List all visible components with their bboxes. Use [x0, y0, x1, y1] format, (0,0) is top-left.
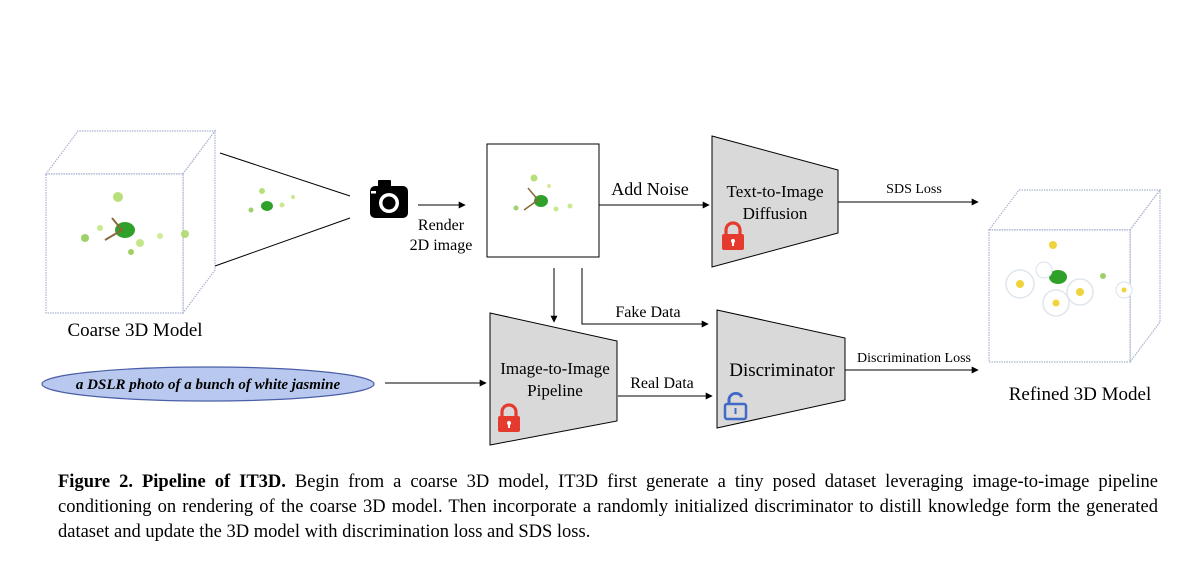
coarse-3d-model-label: Coarse 3D Model [67, 320, 202, 341]
coarse-jasmine-render [81, 192, 189, 255]
figure-caption: Figure 2. Pipeline of IT3D. Begin from a… [58, 470, 1158, 545]
locked-padlock-icon [722, 221, 744, 250]
projection-line-top [219, 152, 351, 197]
sds-loss-label: SDS Loss [886, 182, 942, 197]
discriminator-module: Discriminator [716, 309, 846, 429]
discriminator-label: Discriminator [729, 360, 835, 381]
text-prompt: a DSLR photo of a bunch of white jasmine [41, 366, 375, 402]
caption-text: Begin from a coarse 3D model, IT3D first… [58, 472, 1158, 542]
camera-icon [370, 180, 408, 218]
t2i-label-line1: Text-to-Image [727, 182, 824, 201]
coarse-3d-model-text: Coarse 3D Model [67, 320, 202, 341]
refined-3d-model-label: Refined 3D Model [1009, 384, 1151, 405]
i2i-label-line2: Pipeline [527, 381, 583, 400]
discrimination-loss-label: Discrimination Loss [857, 351, 971, 366]
pipeline-diagram: Coarse 3D Model Render 2D image Add Nois… [41, 129, 1162, 446]
add-noise-label: Add Noise [611, 179, 689, 199]
refined-3d-cube [987, 188, 1162, 364]
render-label-line1: Render [418, 217, 465, 234]
prompt-text: a DSLR photo of a bunch of white jasmine [76, 377, 341, 393]
projected-render-thumbnail [248, 188, 295, 213]
refined-jasmine-render [1005, 241, 1133, 317]
coarse-3d-cube [44, 129, 217, 315]
fake-data-arrow [581, 268, 709, 328]
render-label-line2: 2D image [410, 237, 473, 254]
text-to-image-diffusion-module: Text-to-Image Diffusion [711, 135, 839, 268]
image-to-image-pipeline-module: Image-to-Image Pipeline [489, 312, 618, 446]
t2i-label-line2: Diffusion [743, 204, 808, 223]
projection-line-bottom [214, 217, 351, 267]
i2i-label-line1: Image-to-Image [500, 359, 610, 378]
fake-data-label: Fake Data [615, 304, 680, 321]
caption-figure-label: Figure 2. Pipeline of IT3D. [58, 472, 286, 492]
rendered-2d-image [486, 143, 600, 258]
unlocked-padlock-icon [723, 391, 748, 421]
real-data-label: Real Data [630, 375, 694, 392]
locked-padlock-icon [498, 403, 520, 432]
